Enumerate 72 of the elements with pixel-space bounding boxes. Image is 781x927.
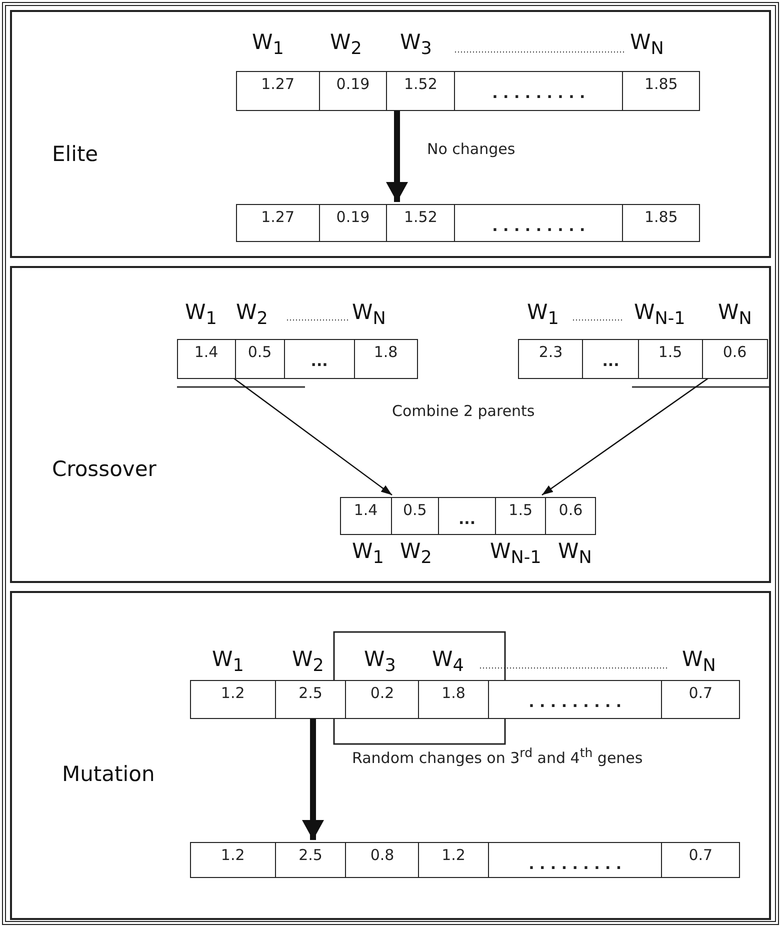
gene-label: W$_{N-1}$ [490, 539, 542, 570]
ellipsis-cell: . . . . . . . . . [488, 681, 662, 718]
gene-label: W$_{1}$ [352, 539, 384, 570]
ellipsis-cell: . . . . . . . . . [455, 205, 624, 241]
edge-label: Random changes on 3$^{rd}$ and 4$^{th}$ genes [352, 745, 643, 767]
gene-value: 1.4 [178, 340, 236, 378]
gene-value: 2.5 [276, 681, 346, 718]
gene-value: 1.2 [191, 681, 276, 718]
gene-value: 1.5 [496, 498, 546, 534]
gene-value: 0.5 [236, 340, 286, 378]
gene-value: 0.2 [346, 681, 420, 718]
gene-label: W$_{2}$ [400, 539, 432, 570]
gene-label: W$_{N}$ [352, 300, 386, 332]
gene-value: 0.5 [392, 498, 440, 534]
ellipsis-cell: . . . . . . . . . [455, 72, 624, 110]
gene-value: 1.52 [387, 72, 456, 110]
gene-array [190, 680, 740, 719]
gene-value: 0.8 [346, 843, 420, 877]
gene-value: 1.2 [419, 843, 489, 877]
section-panel [10, 266, 771, 583]
gene-value: 1.8 [419, 681, 489, 718]
gene-label: W$_{N}$ [718, 300, 752, 332]
section-heading: Mutation [62, 762, 155, 786]
gene-value: 1.52 [387, 205, 456, 241]
gene-label: W$_{N}$ [682, 647, 716, 678]
gene-label: W$_{N-1}$ [634, 300, 686, 332]
gene-value: 2.5 [276, 843, 346, 877]
section-panel [10, 10, 771, 258]
ellipsis-cell: ... [583, 340, 640, 378]
gene-value: 0.19 [320, 205, 388, 241]
gene-value: 0.7 [688, 845, 714, 866]
gene-label: W$_{2}$ [330, 30, 362, 62]
gene-value: 1.85 [643, 207, 679, 228]
gene-value: 1.2 [191, 843, 276, 877]
ellipsis-cell: ... [285, 340, 355, 378]
gene-value: 0.6 [558, 500, 584, 521]
gene-array [177, 339, 418, 379]
gene-label: W$_{2}$ [236, 300, 268, 332]
gene-label: W$_{4}$ [432, 647, 464, 678]
gene-array [190, 842, 740, 878]
gene-label: W$_{1}$ [185, 300, 217, 332]
section-heading: Elite [52, 142, 98, 166]
gene-label: W$_{N}$ [630, 30, 664, 62]
gene-label: W$_{3}$ [400, 30, 432, 62]
section-heading: Crossover [52, 457, 156, 481]
gene-label: W$_{N}$ [558, 539, 592, 570]
gene-value: 1.4 [341, 498, 392, 534]
ellipsis-cell: ... [439, 498, 496, 534]
section-panel [10, 591, 771, 920]
gene-value: 1.27 [237, 205, 320, 241]
gene-label: W$_{2}$ [292, 647, 324, 678]
annotation-text: Combine 2 parents [392, 402, 535, 420]
gene-value: 0.6 [722, 342, 748, 363]
gene-value: 1.5 [639, 340, 703, 378]
gene-value: 0.7 [688, 683, 714, 704]
gene-array [518, 339, 768, 379]
gene-value: 2.3 [519, 340, 584, 378]
gene-array [236, 71, 700, 111]
gene-array [236, 204, 700, 242]
arrow [386, 109, 408, 202]
gene-label: W$_{1}$ [252, 30, 284, 62]
gene-value: 1.85 [643, 74, 679, 95]
gene-value: 0.19 [320, 72, 388, 110]
gene-value: 1.8 [372, 342, 399, 363]
gene-array [340, 497, 596, 535]
edge-label: No changes [427, 140, 516, 158]
gene-label: W$_{1}$ [212, 647, 244, 678]
gene-value: 1.27 [237, 72, 320, 110]
gene-label: W$_{1}$ [527, 300, 559, 332]
ellipsis-cell: . . . . . . . . . [488, 843, 662, 877]
arrow [302, 717, 324, 840]
gene-label: W$_{3}$ [364, 647, 396, 678]
